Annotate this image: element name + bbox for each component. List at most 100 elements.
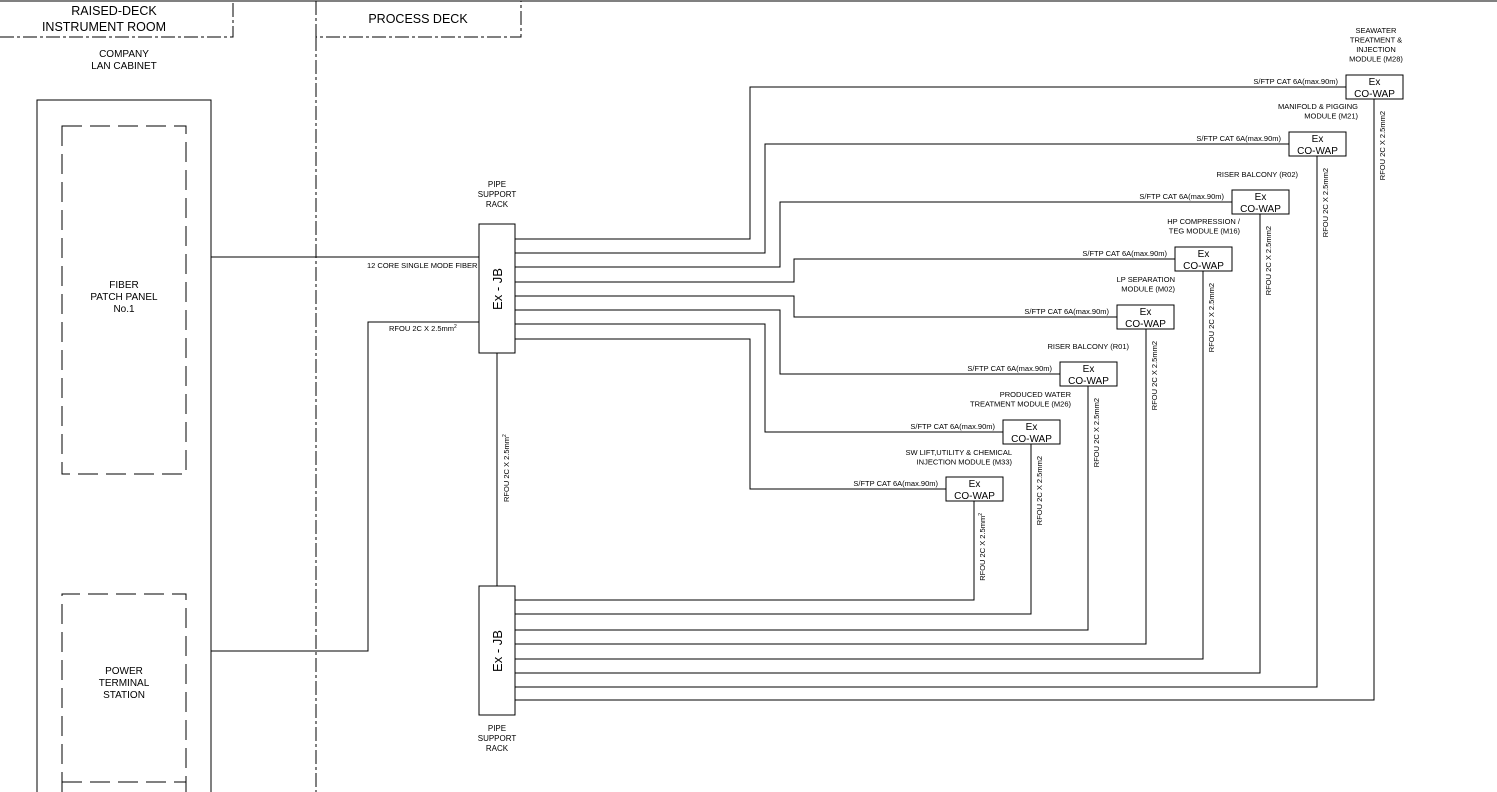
cabinet-label-line2: LAN CABINET bbox=[91, 61, 157, 72]
wap-power-cable-label: RFOU 2C X 2.5mm2 bbox=[1035, 456, 1044, 525]
co-wap-label-ex: Ex bbox=[1083, 364, 1095, 375]
wap-power-cable bbox=[515, 329, 1147, 645]
fiber-panel-line2: PATCH PANEL bbox=[90, 292, 158, 303]
jb-upper-label: Ex - JB bbox=[490, 268, 505, 310]
module-label: MODULE (M21) bbox=[1304, 112, 1358, 121]
header-box-right bbox=[315, 1, 522, 38]
co-wap-box bbox=[1174, 246, 1233, 272]
wap-power-cable bbox=[515, 214, 1261, 674]
jb-upper bbox=[478, 223, 516, 354]
rack-lower-line1: PIPE bbox=[488, 724, 506, 733]
cabinet-label-line1: COMPANY bbox=[99, 49, 149, 60]
power-station-line3: STATION bbox=[103, 690, 145, 701]
module-label: PRODUCED WATER bbox=[1000, 390, 1072, 399]
rack-lower-line2: SUPPORT bbox=[478, 734, 517, 743]
data-cable bbox=[515, 338, 946, 490]
co-wap-label-ex: Ex bbox=[1312, 134, 1324, 145]
co-wap-label: CO-WAP bbox=[1011, 434, 1052, 445]
power-station-line1: POWER bbox=[105, 666, 143, 677]
co-wap-label-ex: Ex bbox=[1026, 422, 1038, 433]
module-label: SW LIFT,UTILITY & CHEMICAL bbox=[905, 448, 1012, 457]
data-cable-label: S/FTP CAT 6A(max.90m) bbox=[1196, 134, 1281, 143]
lan-cabinet bbox=[36, 99, 212, 792]
module-label: TREATMENT MODULE (M26) bbox=[970, 400, 1071, 409]
co-wap-label-ex: Ex bbox=[1198, 249, 1210, 260]
jb-link-cable-label: RFOU 2C X 2.5mm2 bbox=[502, 434, 511, 502]
wap-power-cable-label: RFOU 2C X 2.5mm2 bbox=[1150, 341, 1159, 410]
header-left-line2: INSTRUMENT ROOM bbox=[42, 20, 166, 34]
data-cable-label: S/FTP CAT 6A(max.90m) bbox=[1024, 307, 1109, 316]
power-feed-label: RFOU 2C X 2.5mm2 bbox=[389, 324, 457, 333]
wap-power-cable bbox=[515, 156, 1318, 688]
rack-upper-line2: SUPPORT bbox=[478, 190, 517, 199]
data-cable bbox=[515, 143, 1289, 254]
fiber-panel-line1: FIBER bbox=[109, 280, 138, 291]
power-feed-cable bbox=[211, 321, 479, 652]
header-right: PROCESS DECK bbox=[368, 12, 468, 26]
module-label: MODULE (M28) bbox=[1349, 55, 1403, 64]
module-label: LP SEPARATION bbox=[1117, 275, 1175, 284]
co-wap-box bbox=[945, 476, 1004, 502]
module-label: HP COMPRESSION / bbox=[1167, 217, 1241, 226]
data-cable bbox=[515, 309, 1060, 375]
co-wap-label: CO-WAP bbox=[1297, 146, 1338, 157]
module-label: TREATMENT & bbox=[1350, 36, 1402, 45]
wap-power-cable-label: RFOU 2C X 2.5mm2 bbox=[1092, 398, 1101, 467]
module-label: INJECTION MODULE (M33) bbox=[917, 458, 1013, 467]
header-left-line1: RAISED-DECK bbox=[71, 4, 157, 18]
wap-power-cable-label: RFOU 2C X 2.5mm2 bbox=[1321, 168, 1330, 237]
data-cable bbox=[515, 295, 1117, 318]
jb-lower-label: Ex - JB bbox=[490, 630, 505, 672]
fiber-panel-line3: No.1 bbox=[113, 304, 135, 315]
co-wap-label: CO-WAP bbox=[1068, 376, 1109, 387]
module-label: INJECTION bbox=[1356, 45, 1396, 54]
data-cable bbox=[515, 323, 1003, 433]
co-wap-label: CO-WAP bbox=[1125, 319, 1166, 330]
module-label: SEAWATER bbox=[1356, 26, 1398, 35]
power-station-line2: TERMINAL bbox=[99, 678, 150, 689]
co-wap-box bbox=[1288, 131, 1347, 157]
co-wap-label-ex: Ex bbox=[1369, 77, 1381, 88]
co-wap-box bbox=[1231, 189, 1290, 215]
rack-upper-line1: PIPE bbox=[488, 180, 506, 189]
co-wap-box bbox=[1345, 74, 1404, 100]
wap-power-cable-label: RFOU 2C X 2.5mm2 bbox=[1378, 111, 1387, 180]
co-wap-box bbox=[1059, 361, 1118, 387]
data-cable-label: S/FTP CAT 6A(max.90m) bbox=[1139, 192, 1224, 201]
data-cable-label: S/FTP CAT 6A(max.90m) bbox=[910, 422, 995, 431]
wap-power-cable-label: RFOU 2C X 2.5mm2 bbox=[978, 513, 987, 581]
data-cable-label: S/FTP CAT 6A(max.90m) bbox=[1253, 77, 1338, 86]
data-cable bbox=[515, 86, 1346, 240]
module-label: RISER BALCONY (R02) bbox=[1216, 170, 1298, 179]
data-cable bbox=[515, 258, 1175, 283]
rack-upper-line3: RACK bbox=[486, 200, 509, 209]
wap-power-cable-label: RFOU 2C X 2.5mm2 bbox=[1207, 283, 1216, 352]
data-cable-label: S/FTP CAT 6A(max.90m) bbox=[853, 479, 938, 488]
fiber-cable-label: 12 CORE SINGLE MODE FIBER bbox=[367, 261, 478, 270]
co-wap-label: CO-WAP bbox=[954, 491, 995, 502]
co-wap-label: CO-WAP bbox=[1354, 89, 1395, 100]
co-wap-label-ex: Ex bbox=[1140, 307, 1152, 318]
fiber-patch-panel bbox=[61, 125, 187, 475]
power-terminal-station bbox=[61, 593, 187, 792]
module-label: TEG MODULE (M16) bbox=[1169, 227, 1241, 236]
header-box-left bbox=[0, 1, 234, 38]
wap-power-cable bbox=[515, 501, 975, 601]
wap-power-cable bbox=[515, 99, 1375, 701]
co-wap-box bbox=[1116, 304, 1175, 330]
data-cable-label: S/FTP CAT 6A(max.90m) bbox=[967, 364, 1052, 373]
co-wap-box bbox=[1002, 419, 1061, 445]
module-label: MODULE (M02) bbox=[1121, 285, 1175, 294]
wap-power-cable bbox=[515, 444, 1032, 615]
co-wap-label-ex: Ex bbox=[969, 479, 981, 490]
module-label: MANIFOLD & PIGGING bbox=[1278, 102, 1358, 111]
jb-lower bbox=[478, 585, 516, 716]
co-wap-label: CO-WAP bbox=[1183, 261, 1224, 272]
rack-lower-line3: RACK bbox=[486, 744, 509, 753]
wap-power-cable bbox=[515, 271, 1204, 660]
module-label: RISER BALCONY (R01) bbox=[1047, 342, 1129, 351]
data-cable bbox=[515, 201, 1232, 268]
co-wap-label: CO-WAP bbox=[1240, 204, 1281, 215]
wap-power-cable bbox=[515, 386, 1089, 631]
